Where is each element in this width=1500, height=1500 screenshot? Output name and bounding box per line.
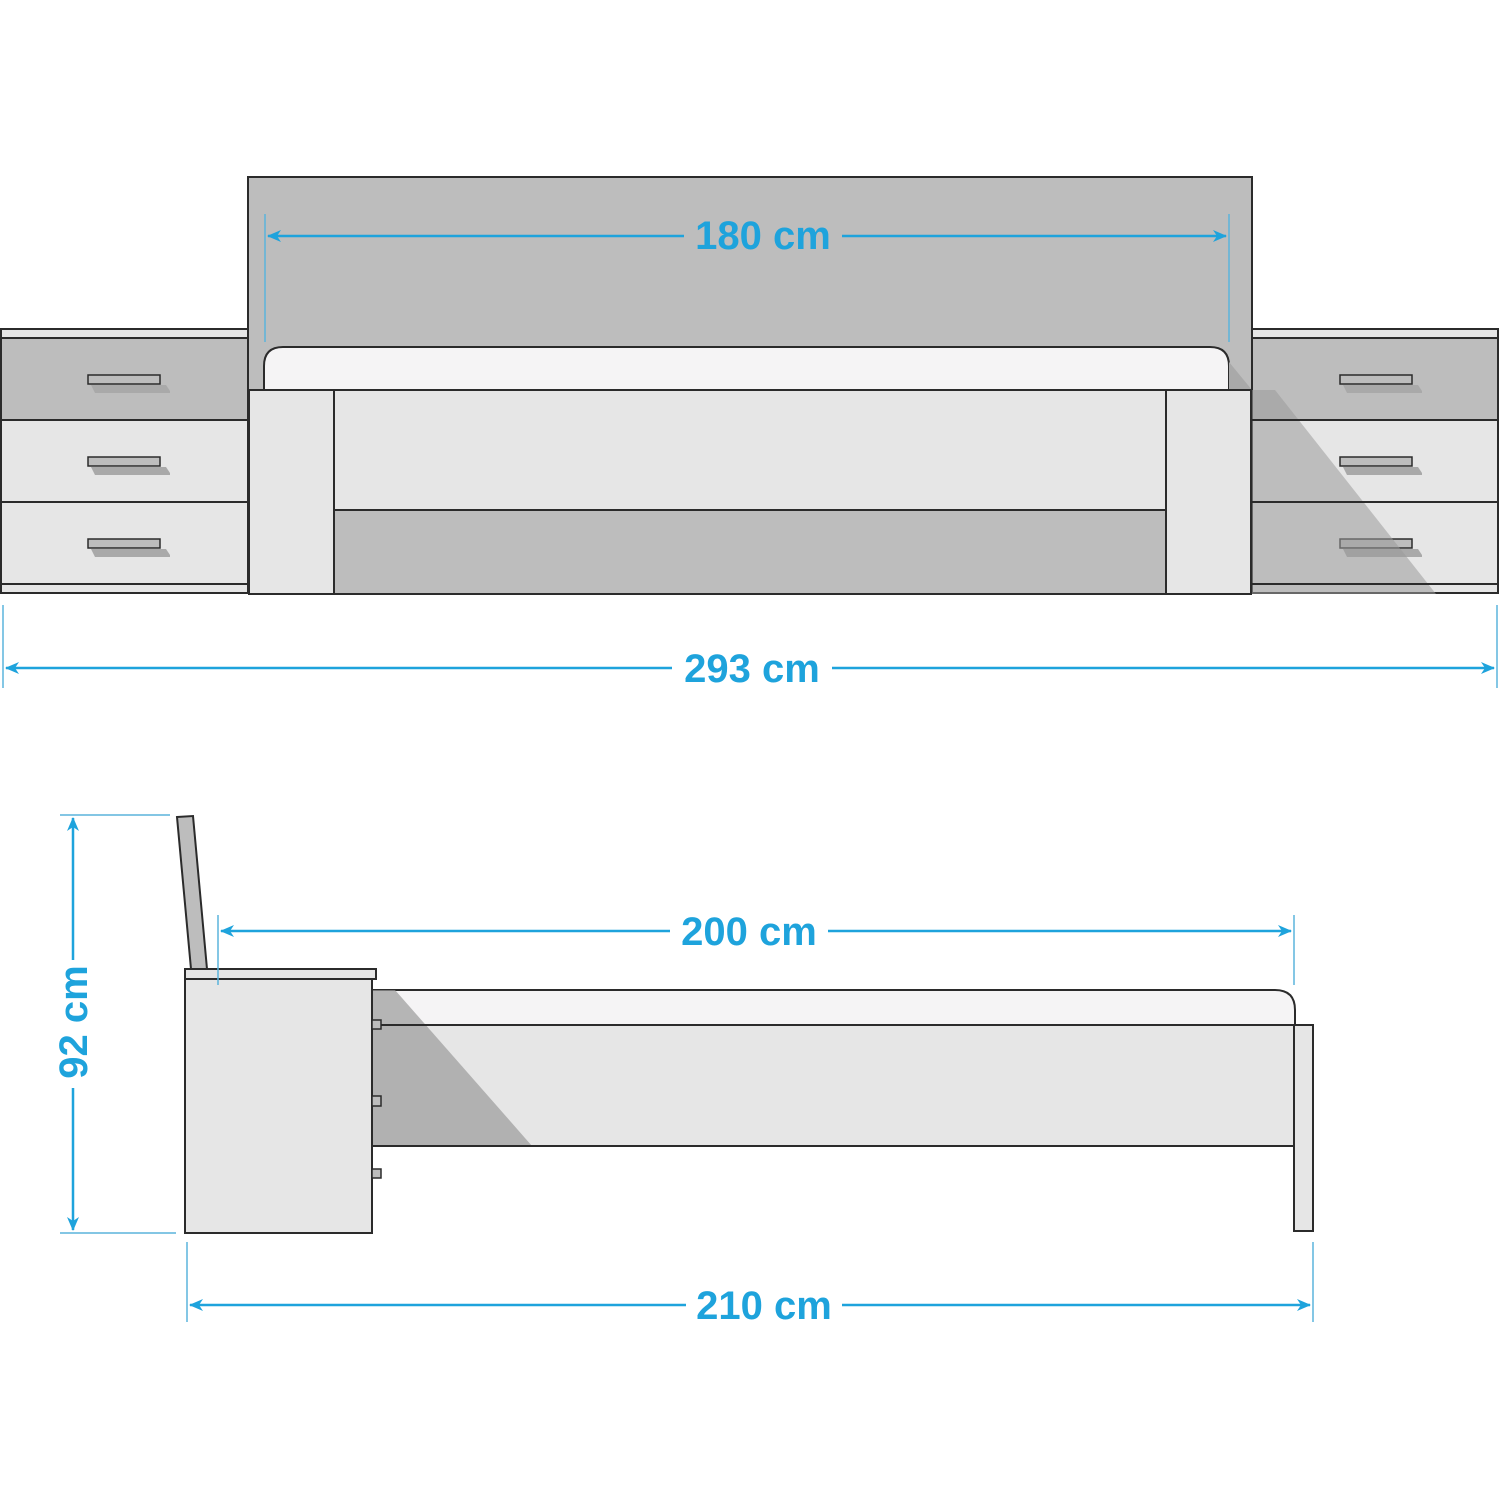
shadow [372, 990, 532, 1146]
nightstand-side [184, 978, 373, 1234]
nightstand-top [184, 968, 377, 980]
drawer-handle [87, 538, 170, 557]
mattress-length-label: 200 cm [681, 910, 817, 954]
overall-length-label: 210 cm [696, 1284, 832, 1328]
mattress-side [371, 989, 1296, 1026]
leg-right [1165, 389, 1252, 595]
dimension-headboard-width: 180 cm [264, 214, 1230, 342]
drawer-knob [371, 1095, 382, 1107]
drawer-knob [371, 1019, 382, 1030]
bed-frame-front [248, 389, 1252, 595]
foot-post [1293, 1024, 1314, 1232]
drawer-handle [1339, 456, 1422, 475]
drawer-handle [87, 374, 170, 393]
height-label: 92 cm [52, 965, 96, 1078]
dimension-mattress-length: 200 cm [217, 910, 1295, 985]
footboard-lower-panel [333, 509, 1167, 595]
side-view: 92 cm 200 cm 210 cm [52, 814, 1314, 1328]
drawer-handle [1339, 374, 1422, 393]
drawer-handle [87, 456, 170, 475]
drawer-knob [371, 1168, 382, 1179]
dimension-overall-width: 293 cm [2, 605, 1498, 691]
overall-width-label: 293 cm [684, 647, 820, 691]
headboard-width-label: 180 cm [695, 214, 831, 258]
nightstand-right [1251, 328, 1499, 594]
leg-left [248, 389, 335, 595]
front-view: 180 cm 293 cm [0, 176, 1499, 691]
nightstand-left [0, 328, 249, 594]
dimension-overall-length: 210 cm [186, 1242, 1314, 1328]
dimension-height: 92 cm [52, 814, 176, 1234]
shadow [1252, 390, 1436, 594]
headboard-side [175, 814, 209, 970]
mattress [263, 346, 1230, 395]
